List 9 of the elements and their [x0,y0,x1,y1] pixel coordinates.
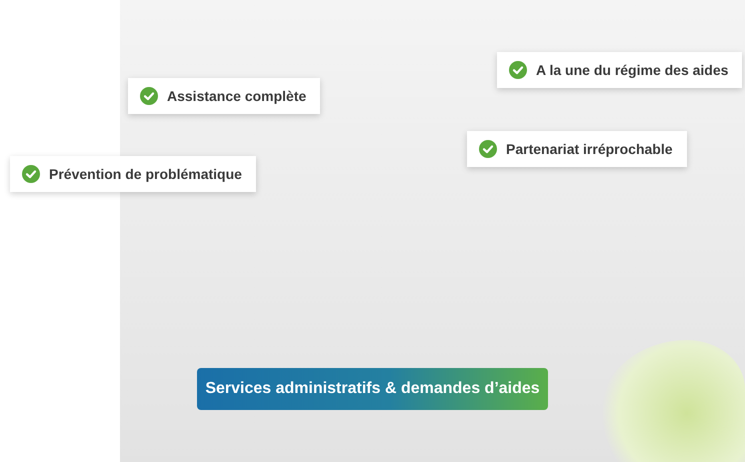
feature-badge [128,78,320,114]
feature-badge [10,156,256,192]
badge-text: Prévention de problématique [49,166,242,182]
badge-text: A la une du régime des aides [536,62,728,78]
feature-badge [467,131,687,167]
feature-badge [497,52,742,88]
title-banner: Services administratifs & demandes d’aides [197,368,548,410]
badge-text: Partenariat irréprochable [506,141,673,157]
badge-text: Assistance complète [167,88,306,104]
